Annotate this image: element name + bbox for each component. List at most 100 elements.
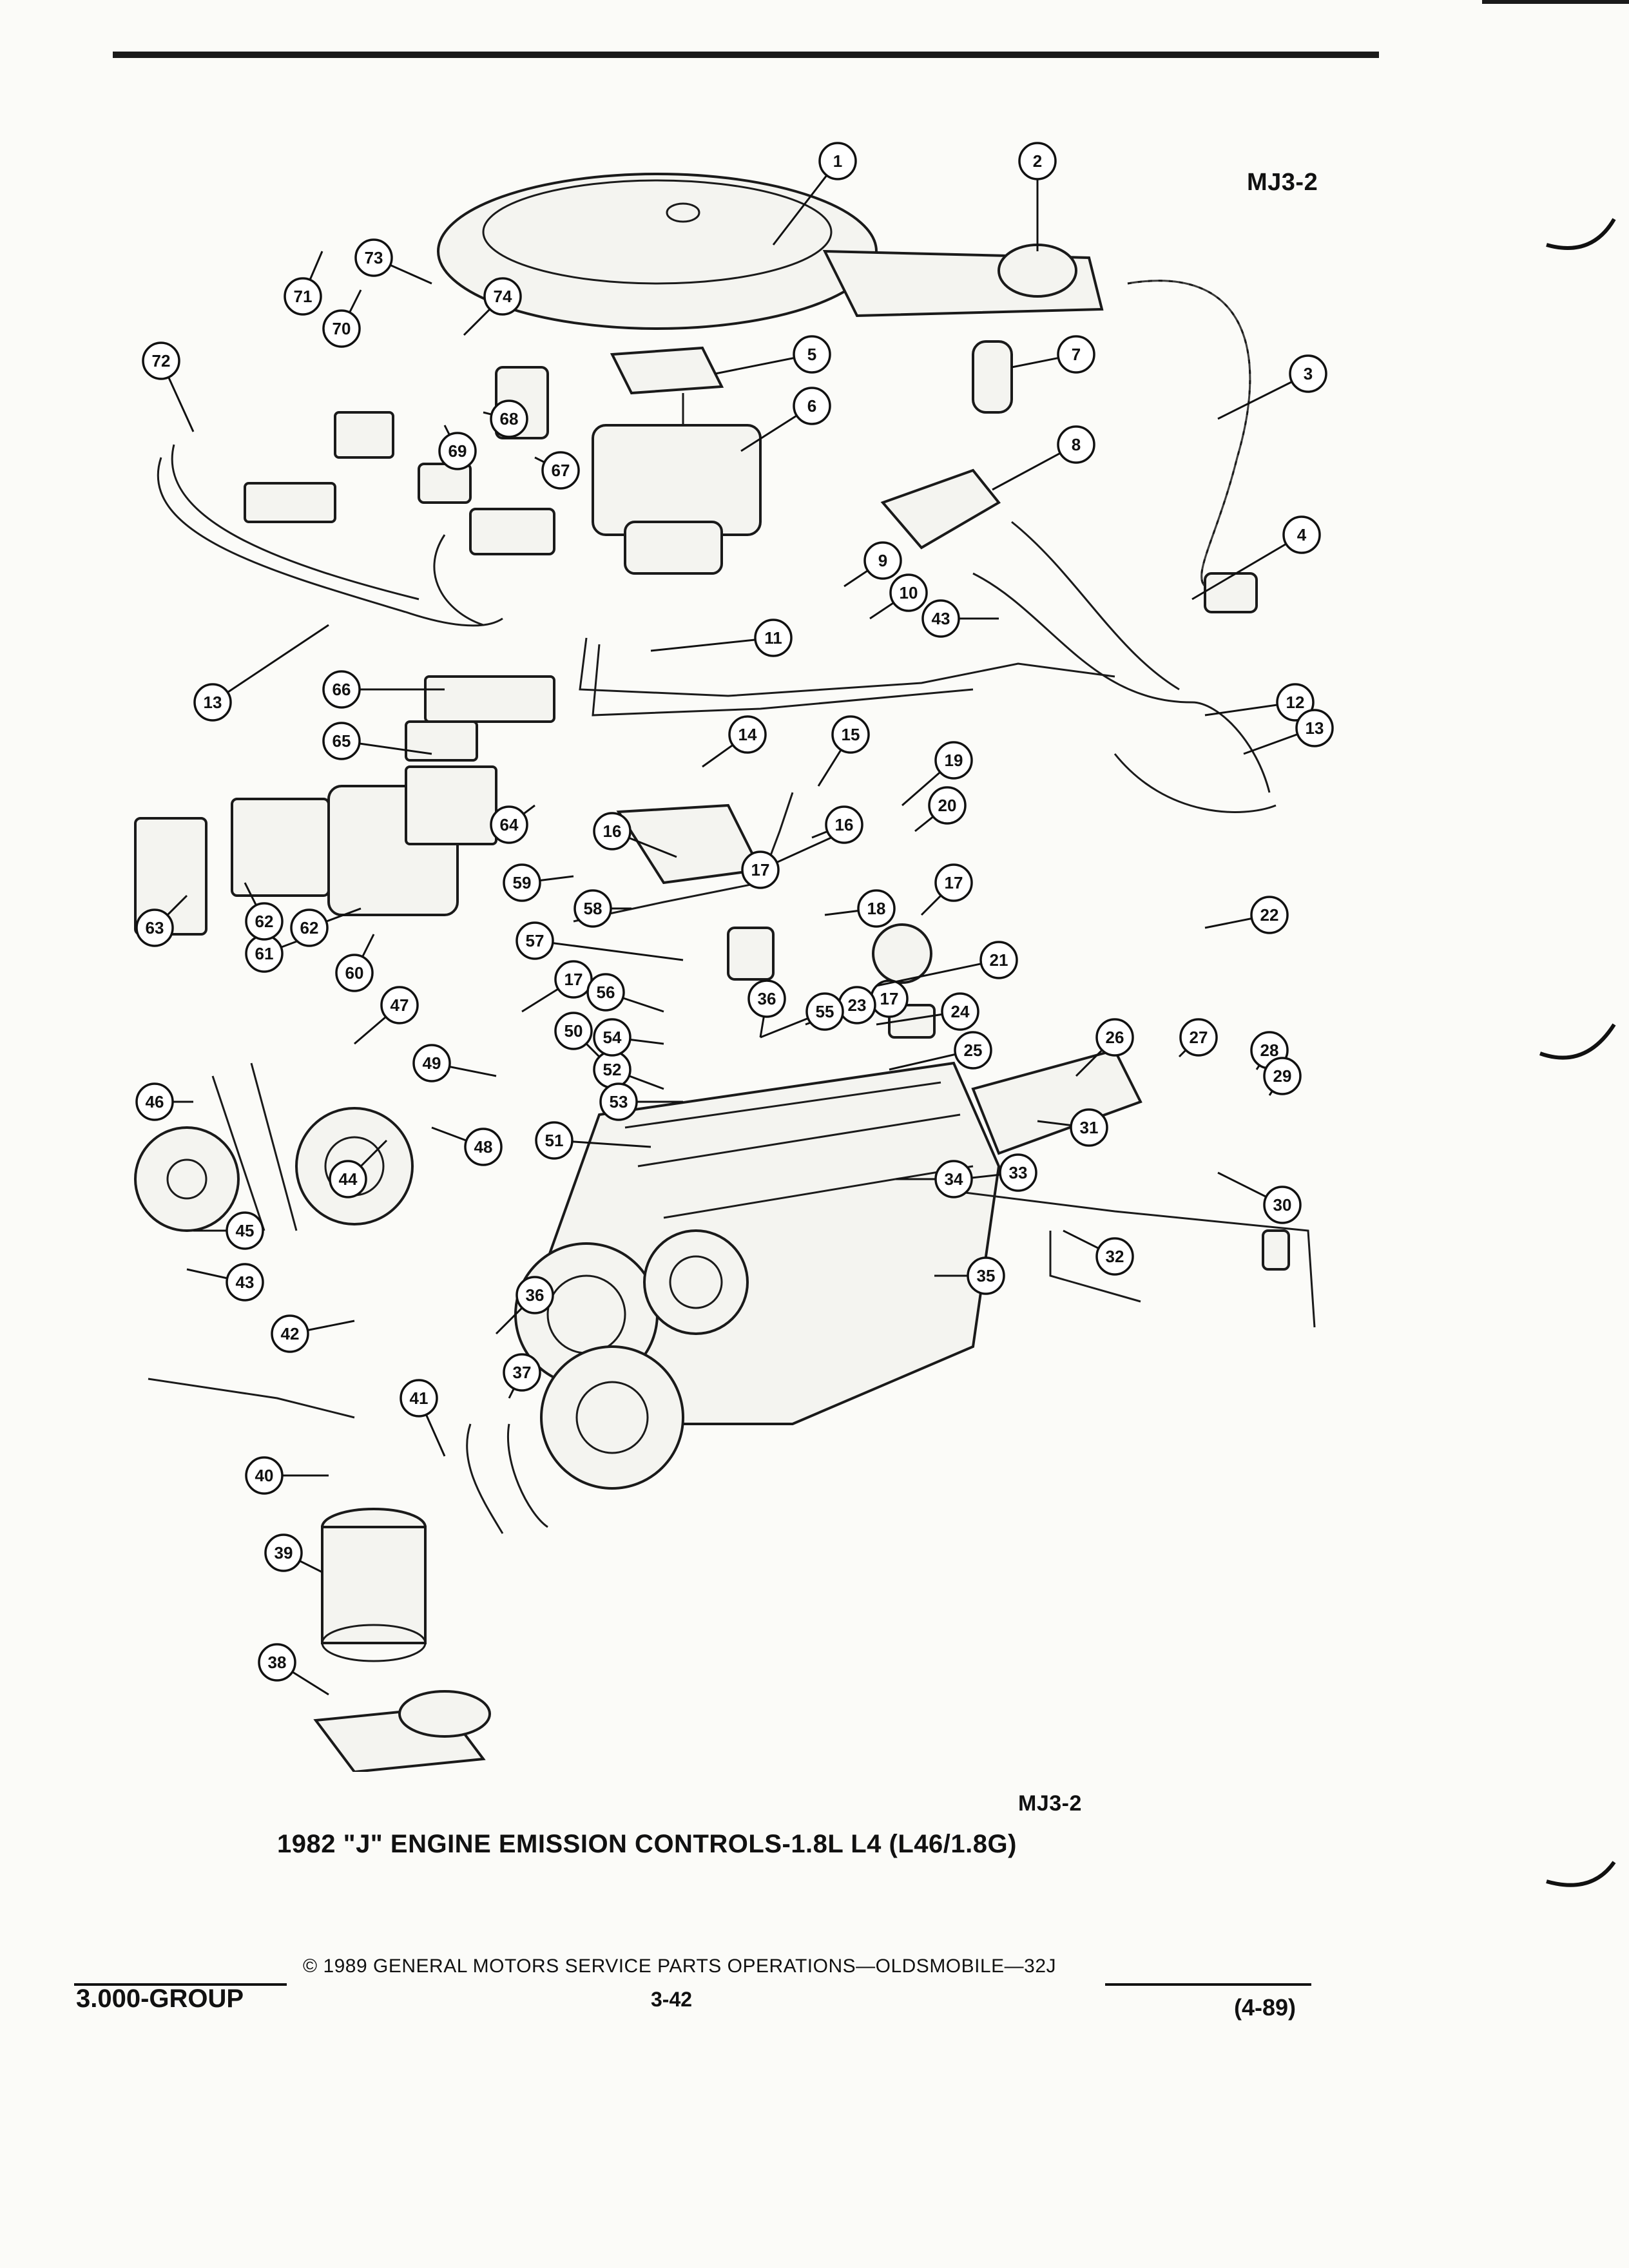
callout-circle bbox=[503, 1353, 541, 1392]
callout-number: 5 bbox=[807, 345, 816, 364]
top-rule bbox=[113, 52, 1379, 58]
callout-circle bbox=[586, 973, 625, 1012]
callout-41: 41 bbox=[400, 1379, 446, 1457]
callout-circle bbox=[1282, 515, 1321, 554]
callout-circle bbox=[135, 1082, 174, 1121]
callout-62: 62 bbox=[244, 882, 284, 941]
callout-38: 38 bbox=[258, 1643, 329, 1696]
callout-32: 32 bbox=[1063, 1229, 1134, 1276]
callout-circle bbox=[516, 1276, 554, 1314]
callout-number: 39 bbox=[275, 1543, 293, 1562]
charcoal-canister-drawing bbox=[313, 1508, 491, 1772]
callout-number: 47 bbox=[390, 995, 409, 1015]
callout-36: 36 bbox=[747, 979, 786, 1038]
callout-number: 42 bbox=[281, 1324, 300, 1343]
callout-leader-line bbox=[1191, 533, 1302, 601]
callout-49: 49 bbox=[412, 1044, 497, 1082]
callout-number: 12 bbox=[1286, 693, 1305, 712]
callout-39: 39 bbox=[264, 1533, 323, 1573]
callout-21: 21 bbox=[876, 941, 1018, 987]
callout-circle bbox=[226, 1263, 264, 1302]
callout-circle bbox=[818, 142, 857, 180]
callout-66: 66 bbox=[322, 670, 445, 709]
callout-circle bbox=[226, 1211, 264, 1250]
callout-circle bbox=[464, 1128, 503, 1166]
callout-13: 13 bbox=[1243, 709, 1334, 755]
callout-circle bbox=[354, 238, 393, 277]
callout-circle bbox=[1095, 1018, 1134, 1057]
right-side-lines-drawing bbox=[959, 1191, 1316, 1328]
callout-number: 7 bbox=[1072, 345, 1081, 364]
callout-13: 13 bbox=[193, 624, 329, 722]
callout-circle bbox=[934, 741, 973, 780]
callout-number: 23 bbox=[848, 995, 867, 1015]
callout-29: 29 bbox=[1263, 1057, 1302, 1096]
callout-circle bbox=[322, 722, 361, 760]
callout-number: 27 bbox=[1190, 1028, 1208, 1047]
callout-number: 16 bbox=[603, 822, 622, 841]
callout-number: 70 bbox=[333, 319, 351, 338]
callout-3: 3 bbox=[1217, 354, 1327, 420]
callout-circle bbox=[728, 715, 767, 754]
callout-circle bbox=[999, 1153, 1037, 1192]
hose-elbow-drawing bbox=[880, 340, 1013, 550]
callout-circle bbox=[805, 992, 844, 1031]
callout-circle bbox=[503, 863, 541, 902]
callout-leader-line bbox=[534, 939, 684, 961]
callout-circle bbox=[335, 954, 374, 992]
callout-15: 15 bbox=[817, 715, 870, 787]
callout-number: 3 bbox=[1304, 364, 1313, 383]
callout-circle bbox=[193, 683, 232, 722]
callout-circle bbox=[934, 863, 973, 902]
callout-leader-line bbox=[876, 959, 999, 987]
callout-number: 18 bbox=[867, 899, 886, 918]
callout-19: 19 bbox=[901, 741, 973, 807]
callout-number: 36 bbox=[526, 1285, 545, 1305]
callout-circle bbox=[941, 992, 979, 1031]
callout-43: 43 bbox=[186, 1263, 264, 1302]
callout-30: 30 bbox=[1217, 1171, 1302, 1224]
callout-number: 55 bbox=[816, 1002, 834, 1021]
callout-number: 44 bbox=[339, 1169, 358, 1189]
revision-date: (4-89) bbox=[1234, 1994, 1296, 2021]
callout-leader-line bbox=[212, 624, 329, 704]
callout-number: 31 bbox=[1080, 1118, 1099, 1137]
callout-circle bbox=[245, 902, 284, 941]
callout-circle bbox=[857, 889, 896, 928]
callout-24: 24 bbox=[876, 992, 979, 1031]
callout-number: 34 bbox=[945, 1169, 963, 1189]
figure-code-top: MJ3-2 bbox=[1247, 169, 1318, 196]
callout-number: 28 bbox=[1260, 1041, 1279, 1060]
callout-number: 29 bbox=[1273, 1066, 1292, 1086]
callout-circle bbox=[1295, 709, 1334, 747]
callout-number: 62 bbox=[255, 912, 274, 931]
callout-circle bbox=[535, 1121, 574, 1160]
callout-circle bbox=[967, 1256, 1005, 1295]
callout-number: 8 bbox=[1072, 435, 1081, 454]
callout-circle bbox=[1018, 142, 1057, 180]
callout-number: 51 bbox=[545, 1131, 564, 1150]
callout-number: 14 bbox=[738, 725, 757, 744]
callout-20: 20 bbox=[914, 786, 967, 832]
callout-34: 34 bbox=[896, 1160, 973, 1198]
copyright-line: © 1989 GENERAL MOTORS SERVICE PARTS OPER… bbox=[303, 1956, 1057, 1977]
callout-number: 6 bbox=[807, 396, 816, 416]
callout-circle bbox=[258, 1643, 296, 1682]
callout-number: 68 bbox=[500, 409, 519, 428]
callout-number: 74 bbox=[494, 287, 512, 306]
callout-number: 66 bbox=[333, 680, 351, 699]
callout-circle bbox=[322, 309, 361, 348]
callout-45: 45 bbox=[193, 1211, 264, 1250]
callout-74: 74 bbox=[463, 277, 522, 336]
callout-circle bbox=[1263, 1057, 1302, 1095]
callout-72: 72 bbox=[142, 341, 195, 432]
callout-number: 67 bbox=[552, 461, 570, 480]
air-cleaner-drawing bbox=[437, 173, 1104, 330]
page-number: 3-42 bbox=[651, 1988, 693, 2011]
footer-rule-right bbox=[1105, 1983, 1311, 1986]
callout-number: 15 bbox=[842, 725, 860, 744]
callout-27: 27 bbox=[1178, 1018, 1218, 1058]
callout-circle bbox=[928, 786, 967, 825]
callout-62: 62 bbox=[290, 907, 361, 947]
callout-number: 17 bbox=[751, 860, 770, 879]
